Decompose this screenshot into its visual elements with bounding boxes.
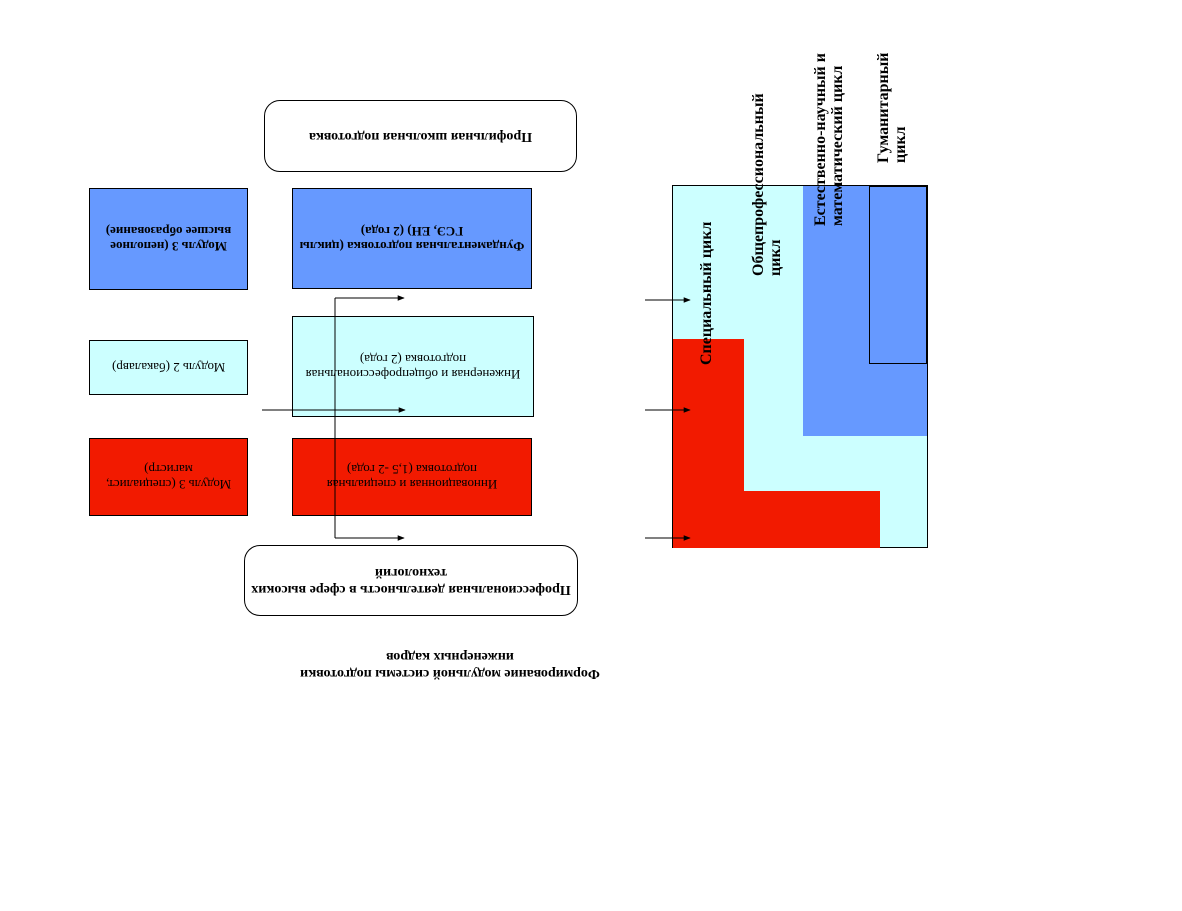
natural-science-area xyxy=(803,186,927,436)
school-preparation-box: Профильная школьная подготовка xyxy=(264,100,577,172)
stage-fundamental-box: Фундаментальная подготовка (циклы ГСЭ, Е… xyxy=(292,188,532,289)
module2-box: Модуль 2 (бакалавр) xyxy=(89,340,248,395)
professional-activity-box: Профессиональная деятельность в сфере вы… xyxy=(244,545,578,616)
special-cycle-area-bottom xyxy=(673,491,880,548)
stage-engineering-box: Инженерная и общепрофессиональная подгот… xyxy=(292,316,534,417)
stage-innovative-box: Инновационная и специальная подготовка (… xyxy=(292,438,532,516)
humanitarian-area xyxy=(869,186,927,364)
cycles-block xyxy=(672,185,928,548)
module3-master-box: Модуль 3 (специалист, магистр) xyxy=(89,438,248,516)
module3-incomplete-box: Модуль 3 (неполное высшее образование) xyxy=(89,188,248,290)
